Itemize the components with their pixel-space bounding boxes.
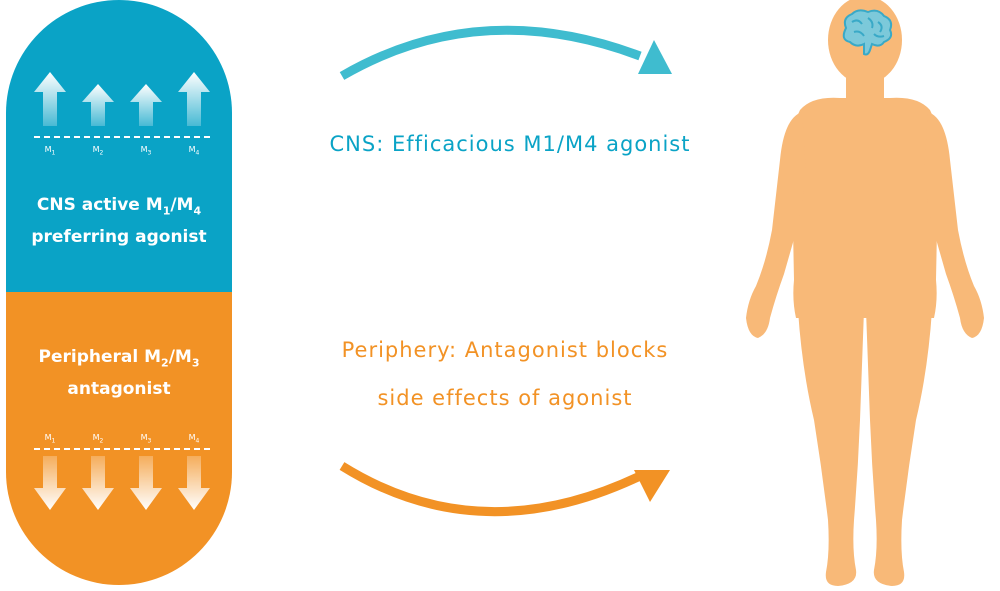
periphery-curved-arrow <box>339 462 642 517</box>
down-arrows-icon <box>34 456 210 510</box>
up-arrow-4 <box>178 72 210 126</box>
capsule-bottom-periphery: Peripheral M2/M3 antagonist M1 M2 M3 M4 <box>6 292 232 585</box>
receptor-label-m2: M2 <box>92 433 104 445</box>
periphery-caption-line2: side effects of agonist <box>377 386 633 410</box>
cns-agonist-label: CNS active M1/M4 preferring agonist <box>31 195 207 248</box>
down-arrow-2 <box>82 456 114 510</box>
down-arrow-4 <box>178 456 210 510</box>
receptor-label-m1: M1 <box>44 433 56 445</box>
cns-curved-arrow <box>339 25 642 80</box>
cns-arrow-head-icon <box>638 40 672 74</box>
human-body-icon <box>746 0 984 586</box>
receptor-label-m3: M3 <box>140 433 152 445</box>
receptor-label-m3: M3 <box>140 145 152 157</box>
cns-caption: CNS: Efficacious M1/M4 agonist <box>329 132 691 156</box>
receptor-label-m4: M4 <box>188 145 200 157</box>
periphery-arrow-head-icon <box>634 470 670 502</box>
receptor-label-m1: M1 <box>44 145 56 157</box>
dashed-membrane-line <box>34 448 210 450</box>
capsule: M1 M2 M3 M4 CNS active M1/M4 preferring … <box>6 0 232 585</box>
receptor-label-m2: M2 <box>92 145 104 157</box>
peripheral-antagonist-label: Peripheral M2/M3 antagonist <box>38 347 200 400</box>
up-arrow-3 <box>130 84 162 126</box>
periphery-caption-line1: Periphery: Antagonist blocks <box>341 338 669 362</box>
capsule-top-cns: M1 M2 M3 M4 CNS active M1/M4 preferring … <box>6 0 232 292</box>
up-arrow-2 <box>82 84 114 126</box>
down-arrow-1 <box>34 456 66 510</box>
down-arrow-3 <box>130 456 162 510</box>
brain-icon <box>842 9 893 56</box>
body-silhouette <box>746 0 984 586</box>
receptor-label-m4: M4 <box>188 433 200 445</box>
dashed-membrane-line <box>34 136 210 138</box>
up-arrow-1 <box>34 72 66 126</box>
up-arrows-icon <box>34 72 210 126</box>
